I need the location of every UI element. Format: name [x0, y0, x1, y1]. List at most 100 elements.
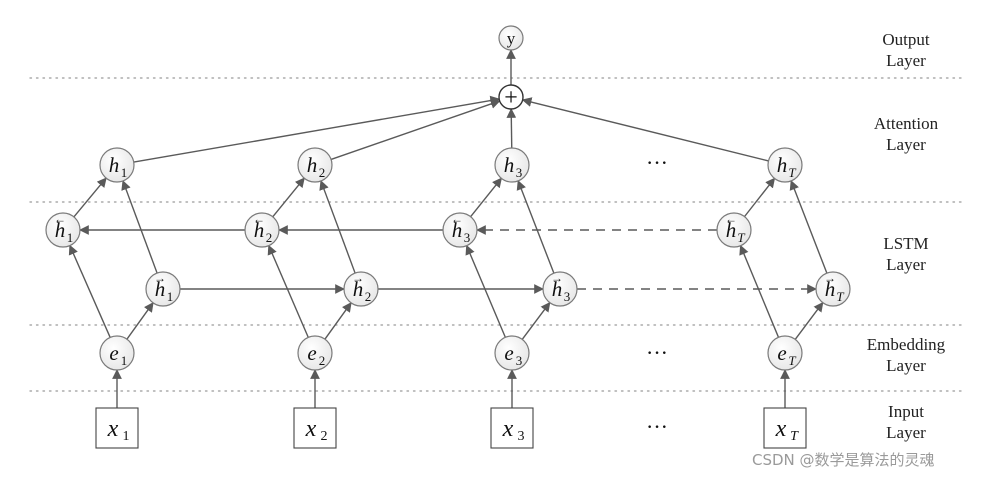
svg-text:y: y: [507, 29, 516, 48]
svg-text:1: 1: [67, 230, 74, 245]
layer-label-output-line1: Output: [882, 30, 930, 49]
svg-text:3: 3: [518, 429, 525, 444]
svg-text:←: ←: [253, 212, 265, 226]
layer-label-embedding: Embedding Layer: [836, 334, 976, 376]
svg-text:→: →: [154, 271, 166, 285]
svg-text:h: h: [552, 277, 563, 301]
svg-text:h: h: [55, 218, 66, 242]
svg-text:h: h: [825, 277, 836, 301]
edges: [68, 49, 828, 408]
svg-text:←: ←: [451, 212, 463, 226]
svg-text:e: e: [504, 341, 513, 365]
layer-label-lstm-line2: Layer: [886, 255, 926, 274]
svg-text:e: e: [777, 341, 786, 365]
svg-text:→: →: [551, 271, 563, 285]
svg-text:x: x: [305, 416, 317, 442]
svg-text:2: 2: [321, 429, 328, 444]
layer-label-input-line2: Layer: [886, 423, 926, 442]
edge-embedding-to-forward: [126, 302, 154, 340]
edge-backward-to-attention: [743, 177, 776, 218]
edge-embedding-to-forward: [794, 301, 824, 340]
svg-text:→: →: [824, 271, 836, 285]
edge-forward-to-attention: [516, 179, 555, 274]
edge-attention-to-sum: [506, 108, 517, 149]
svg-text:3: 3: [464, 230, 471, 245]
edge-embedding-to-forward: [521, 301, 551, 340]
svg-text:1: 1: [121, 353, 128, 368]
svg-text:T: T: [836, 289, 844, 304]
layer-label-attention-line2: Layer: [886, 135, 926, 154]
edge-embedding-to-backward: [267, 244, 309, 338]
svg-text:h: h: [353, 277, 364, 301]
svg-text:h: h: [504, 153, 515, 177]
layer-label-input: Input Layer: [836, 401, 976, 443]
svg-text:e: e: [307, 341, 316, 365]
svg-text:3: 3: [516, 165, 523, 180]
edge-attention-to-sum: [330, 99, 501, 161]
layer-label-embedding-line1: Embedding: [866, 335, 946, 354]
svg-text:T: T: [788, 165, 796, 180]
svg-text:T: T: [788, 353, 796, 368]
svg-text:2: 2: [319, 353, 326, 368]
edge-backward-to-attention: [73, 177, 107, 218]
svg-text:3: 3: [516, 353, 523, 368]
layer-label-output: Output Layer: [836, 29, 976, 71]
svg-text:T: T: [737, 230, 745, 245]
layer-label-lstm-line1: LSTM: [883, 234, 929, 253]
svg-text:h: h: [155, 277, 166, 301]
ellipsis: ···: [646, 414, 668, 439]
output-node: y: [498, 25, 524, 51]
svg-text:h: h: [452, 218, 463, 242]
svg-text:x: x: [107, 416, 119, 442]
ellipsis: ···: [646, 150, 668, 175]
layer-dividers: [29, 77, 966, 392]
edge-forward-to-attention: [319, 180, 356, 274]
edge-embedding-to-backward: [68, 244, 111, 338]
svg-text:h: h: [777, 153, 788, 177]
layer-label-attention-line1: Attention: [873, 114, 939, 133]
attention-sum-node: +: [498, 84, 524, 111]
ellipsis: ···: [646, 340, 668, 365]
svg-text:h: h: [307, 153, 318, 177]
svg-text:h: h: [109, 153, 120, 177]
svg-text:←: ←: [725, 212, 737, 226]
svg-text:2: 2: [266, 230, 273, 245]
svg-text:x: x: [502, 416, 514, 442]
edge-forward-to-attention: [121, 180, 158, 274]
layer-label-lstm: LSTM Layer: [836, 233, 976, 275]
edge-embedding-to-backward: [465, 244, 507, 338]
layer-label-embedding-line2: Layer: [886, 356, 926, 375]
svg-text:3: 3: [564, 289, 571, 304]
svg-text:1: 1: [121, 165, 128, 180]
watermark: CSDN @数学是算法的灵魂: [752, 451, 935, 469]
svg-text:e: e: [109, 341, 118, 365]
svg-text:2: 2: [365, 289, 372, 304]
svg-text:T: T: [790, 429, 799, 444]
svg-text:+: +: [504, 85, 518, 111]
edge-backward-to-attention: [272, 177, 305, 218]
layer-label-output-line2: Layer: [886, 51, 926, 70]
edge-forward-to-attention: [789, 179, 828, 274]
svg-text:→: →: [352, 271, 364, 285]
svg-text:h: h: [726, 218, 737, 242]
svg-text:x: x: [775, 416, 787, 442]
